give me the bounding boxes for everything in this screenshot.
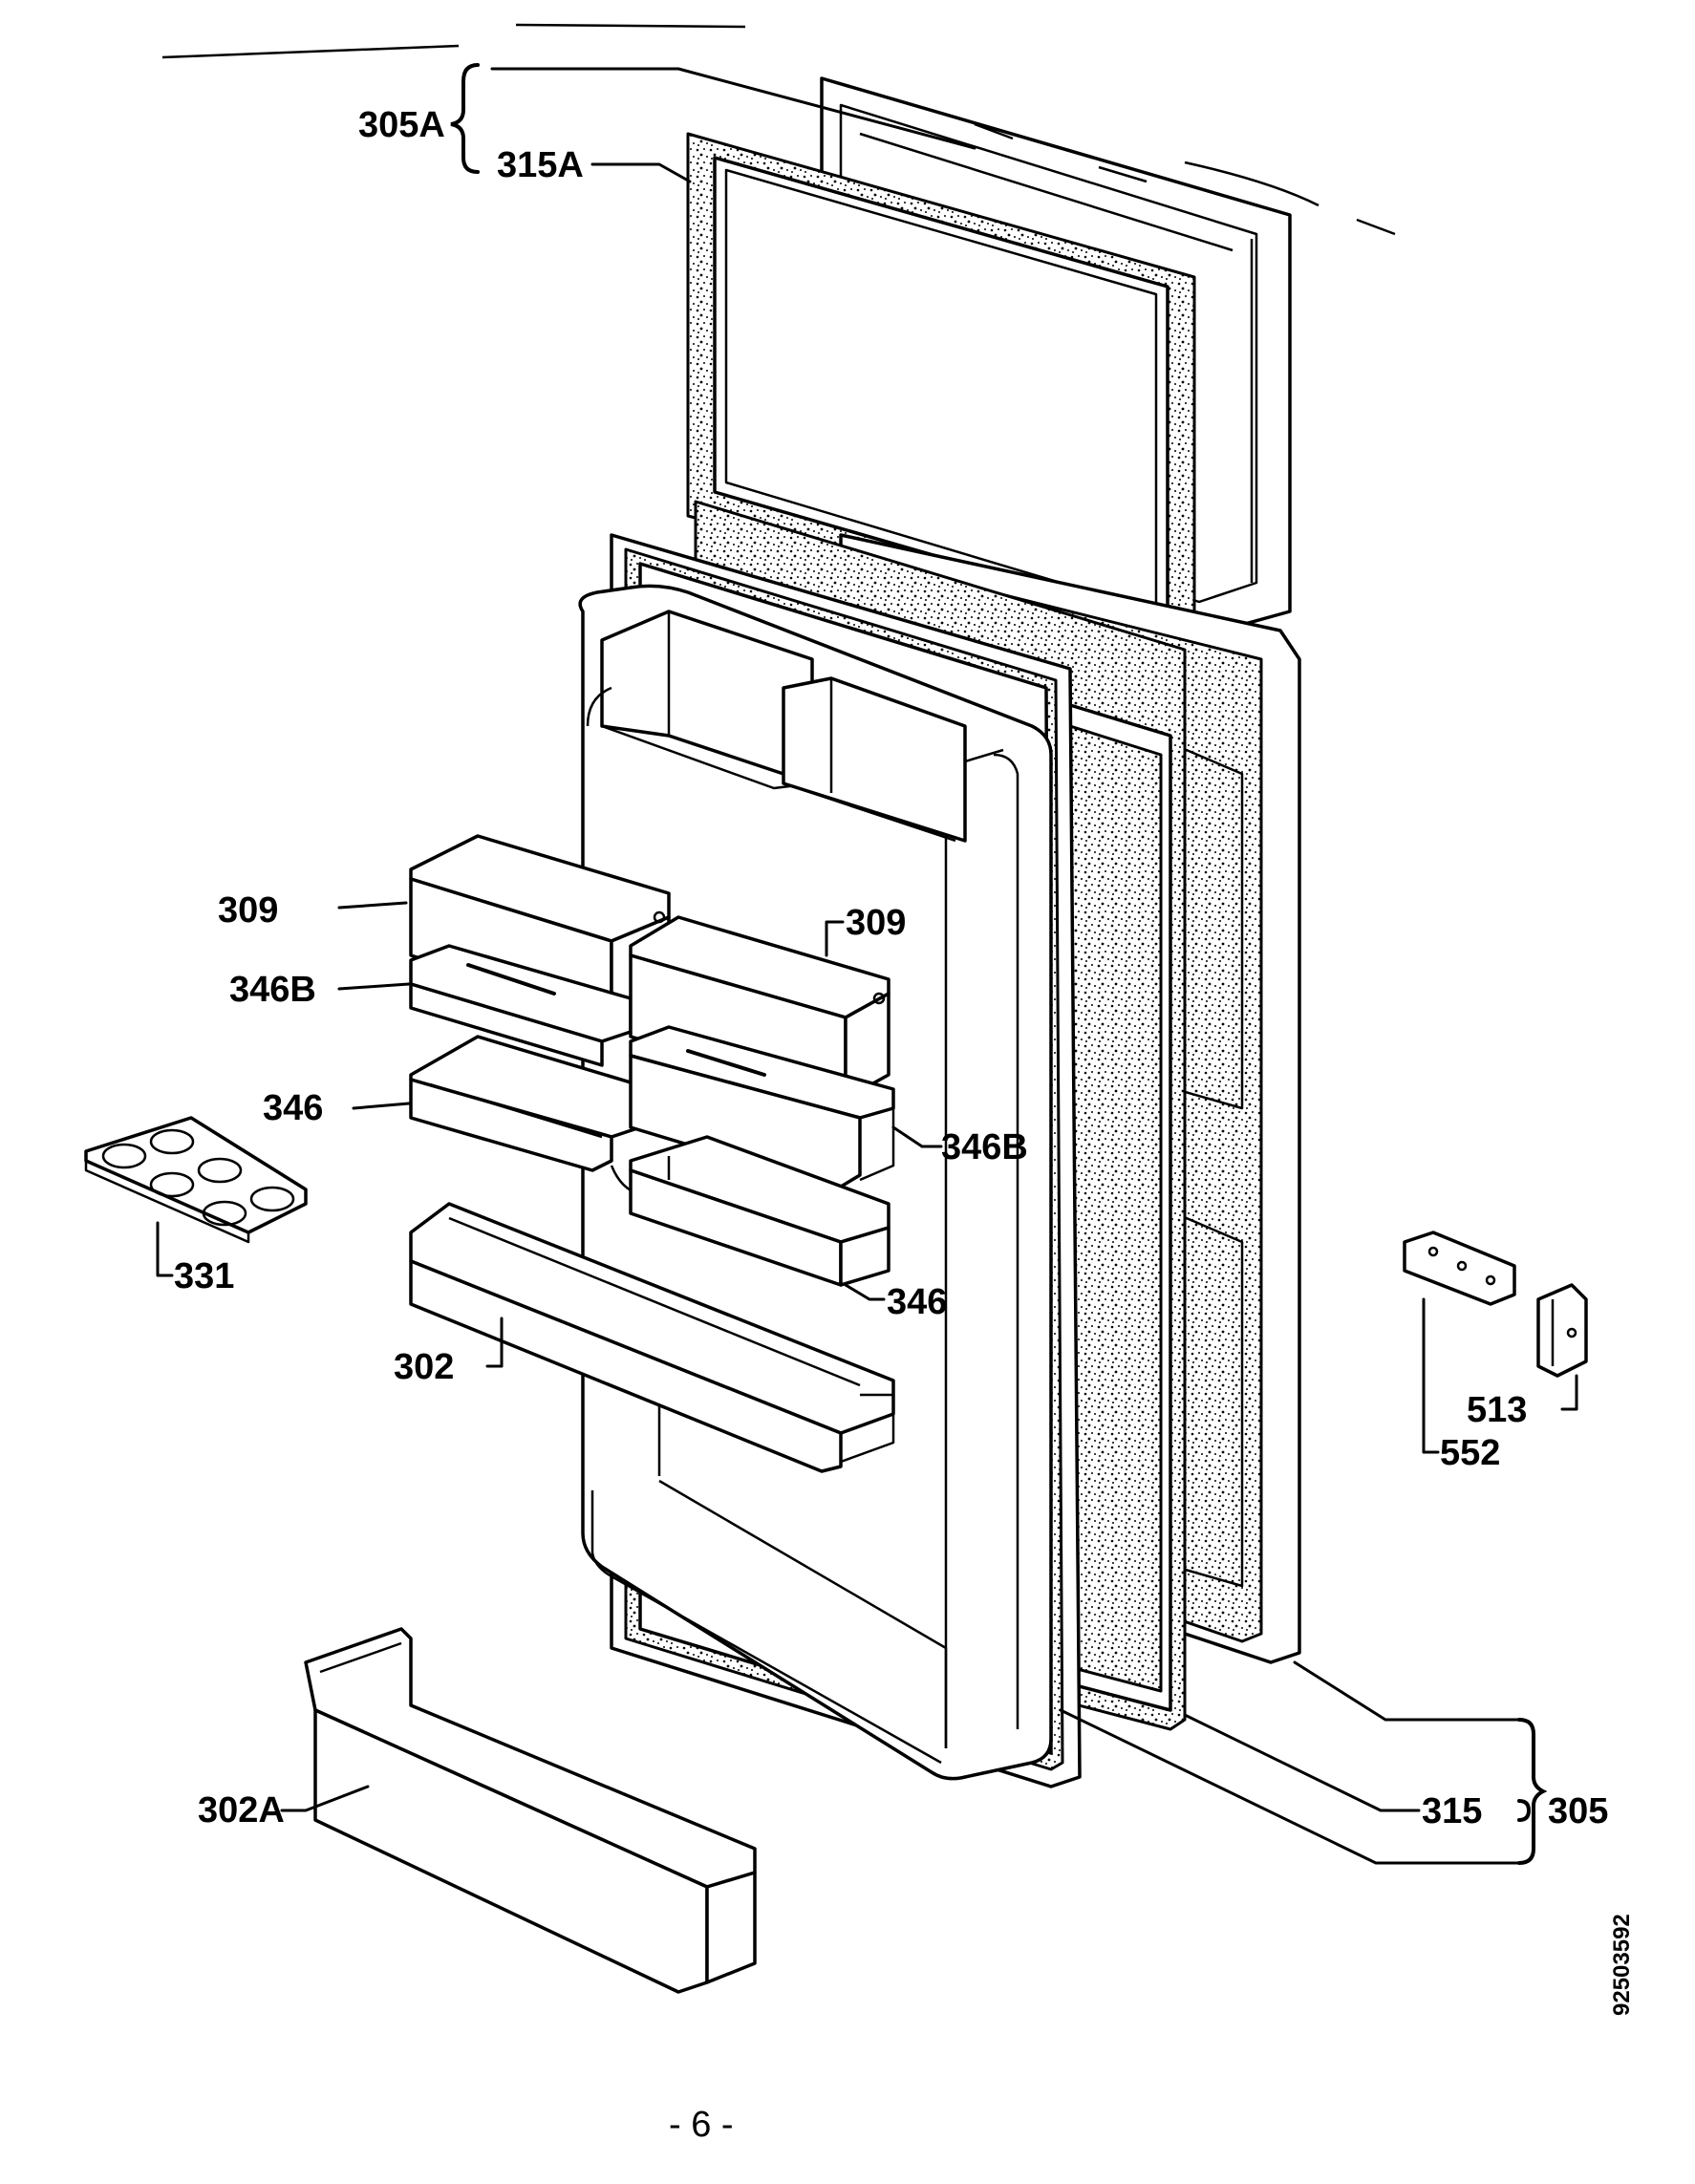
page-number: - 6 - [669, 2105, 734, 2145]
hinge-plate-552 [1403, 1231, 1516, 1306]
bottle-shelf-302 [409, 1202, 895, 1473]
label-346b-left: 346B [229, 970, 316, 1010]
label-552: 552 [1440, 1433, 1500, 1473]
label-309-left: 309 [218, 890, 278, 931]
brace-305a [450, 63, 480, 174]
label-305: 305 [1548, 1791, 1608, 1831]
label-305a: 305A [358, 105, 445, 145]
label-302a: 302A [198, 1790, 285, 1831]
drawing-number: 92503592 [1609, 1914, 1635, 2016]
label-346-right: 346 [887, 1282, 947, 1322]
shelf-346-right [629, 1135, 890, 1287]
bottle-shelf-302a [304, 1627, 757, 1994]
label-315: 315 [1422, 1791, 1482, 1831]
bracket-513 [1536, 1283, 1588, 1378]
leader-lines [156, 67, 1578, 1865]
shelf-lid-346b-right [629, 1025, 895, 1191]
label-302: 302 [394, 1347, 454, 1387]
label-315a: 315A [497, 145, 584, 185]
brace-305 [1517, 1718, 1548, 1865]
label-346-left: 346 [263, 1088, 323, 1128]
egg-tray-331 [84, 1116, 308, 1244]
label-346b-right: 346B [941, 1127, 1028, 1167]
scan-edge-marks [161, 23, 1396, 236]
label-309-right: 309 [846, 903, 906, 943]
label-513: 513 [1467, 1390, 1527, 1430]
label-331: 331 [174, 1256, 234, 1296]
